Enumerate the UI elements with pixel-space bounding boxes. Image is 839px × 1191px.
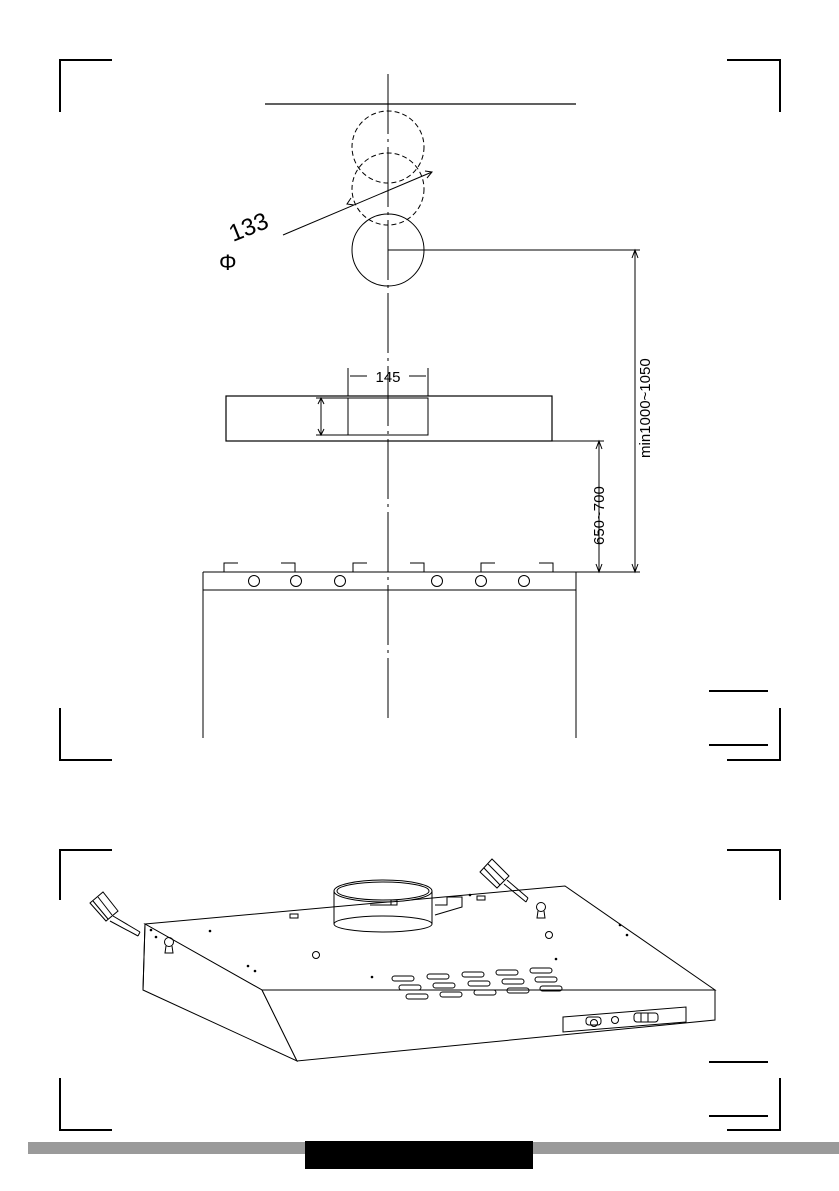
outlet-height-dimension — [316, 398, 348, 435]
cooktop-knob — [476, 576, 487, 587]
crop-lines-right-bottom — [709, 1062, 768, 1116]
wall-anchor-left — [90, 892, 140, 936]
cooktop-knob — [249, 576, 260, 587]
hood-top-box — [226, 396, 552, 441]
diameter-label: 133 — [225, 208, 272, 248]
crop-lines-right-top — [709, 691, 768, 745]
footer-page-block — [305, 1141, 533, 1169]
cooktop-knob — [291, 576, 302, 587]
total-height-label: min1000~1050 — [637, 358, 654, 458]
duct-width-label: 145 — [375, 369, 400, 386]
diameter-symbol: Φ — [219, 250, 237, 275]
diameter-leader — [283, 171, 432, 235]
hood-illustration — [143, 880, 715, 1061]
cooktop-knob — [519, 576, 530, 587]
cooktop-knob — [335, 576, 346, 587]
cooktop — [203, 563, 576, 738]
cooktop-knob — [432, 576, 443, 587]
cooktop-height-label: 650~700 — [591, 486, 608, 545]
crop-marks-top — [60, 60, 780, 760]
